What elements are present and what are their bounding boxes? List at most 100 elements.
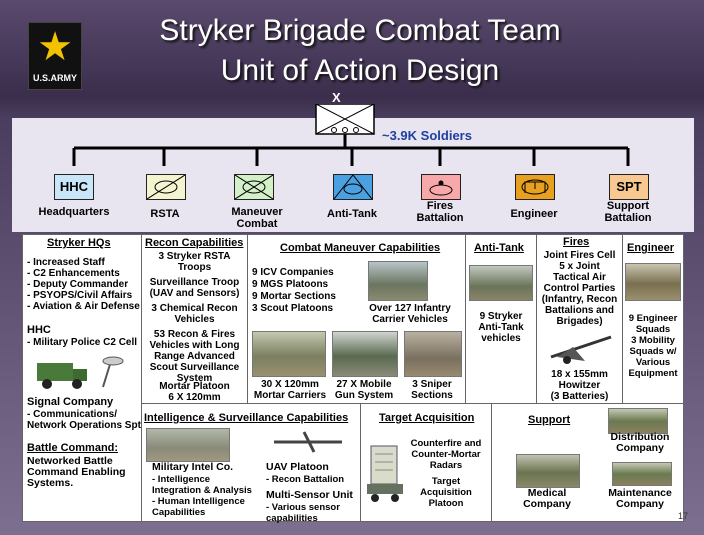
hq-item: - PSYOPS/Civil Affairs: [27, 290, 133, 301]
recon-troops: 3 Stryker RSTA Troops: [158, 251, 231, 273]
support-panel: Support Distribution Company Medical Com…: [491, 403, 684, 522]
recon-panel: Recon Capabilities 3 Stryker RSTA Troops…: [141, 234, 248, 404]
recon-heading: Recon Capabilities: [145, 237, 244, 249]
chem-recon: 3 Chemical Recon Vehicles: [151, 303, 238, 325]
fires-heading: Fires: [563, 236, 590, 248]
combat-panel: Combat Maneuver Capabilities 9 ICV Compa…: [247, 234, 466, 404]
hq-item: - Increased Staff: [27, 257, 105, 268]
fires-text: Joint Fires Cell 5 x Joint Tactical Air …: [541, 250, 618, 327]
medical-company: Medical Company: [523, 487, 571, 510]
intel-heading: Intelligence & Surveillance Capabilities: [144, 412, 349, 424]
hq-item: - Deputy Commander: [27, 279, 129, 290]
mi-company: Military Intel Co.: [152, 461, 234, 473]
battle-command-text: Networked Battle Command Enabling System…: [27, 455, 126, 489]
sniper-photo: [404, 331, 462, 377]
hhc-label: HHC: [27, 324, 51, 336]
combat-item: 9 MGS Platoons: [252, 279, 329, 290]
intel-tent-photo: [146, 428, 230, 462]
org-lines: [72, 104, 630, 166]
distribution-truck-photo: [608, 408, 668, 434]
antitank-icon: [333, 174, 373, 200]
intel-panel: Intelligence & Surveillance Capabilities…: [141, 403, 361, 524]
star-icon: ★: [37, 24, 73, 70]
unit-label-antitank: Anti-Tank: [327, 208, 377, 220]
engineer-heading: Engineer: [627, 242, 675, 254]
signal-sub: - Communications/ Network Operations Spt: [27, 409, 141, 431]
howitzer-icon: [550, 335, 612, 364]
antitank-text: 9 Stryker Anti-Tank vehicles: [478, 311, 524, 344]
antitank-heading: Anti-Tank: [474, 242, 524, 254]
spt-symbol: SPT: [609, 174, 649, 200]
maneuver-symbol: [234, 174, 274, 200]
combat-item: 3 Scout Platoons: [252, 303, 334, 314]
mi-sub: - Intelligence Integration & Analysis - …: [152, 474, 252, 518]
signal-truck-icon: [37, 356, 124, 389]
mech-infantry-icon: [234, 174, 274, 200]
unit-label-fires: Fires Battalion: [416, 200, 464, 224]
engineer-symbol: [515, 174, 555, 200]
antitank-panel: Anti-Tank 9 Stryker Anti-Tank vehicles: [465, 234, 537, 404]
rsta-symbol: [146, 174, 186, 200]
hq-item: - C2 Enhancements: [27, 268, 120, 279]
fires-symbol: [421, 174, 461, 200]
target-heading: Target Acquisition: [379, 412, 475, 424]
mp-label: - Military Police C2 Cell: [27, 337, 138, 348]
battle-command-heading: Battle Command:: [27, 442, 119, 454]
unit-label-rsta: RSTA: [150, 208, 180, 220]
mortar-platoon: Mortar Platoon 6 X 120mm: [159, 381, 230, 403]
recon-vehicles: 53 Recon & Fires Vehicles with Long Rang…: [149, 329, 240, 384]
org-chart: X ~3.9K Soldiers HHC: [12, 90, 694, 232]
antitank-vehicle-photo: [469, 265, 533, 301]
maintenance-company: Maintenance Company: [608, 487, 672, 510]
brigade-marker: X: [332, 90, 341, 105]
hq-item: - Aviation & Air Defense: [27, 301, 140, 312]
support-heading: Support: [528, 414, 571, 426]
surveillance-troop: Surveillance Troop (UAV and Sensors): [149, 277, 240, 299]
mgs-photo: [332, 331, 398, 377]
fires-panel: Fires Joint Fires Cell 5 x Joint Tactica…: [536, 234, 623, 404]
unit-label-engineer: Engineer: [510, 208, 558, 220]
hhc-symbol: HHC: [54, 174, 94, 200]
title-line-2: Unit of Action Design: [220, 54, 500, 87]
howitzer-text: 18 x 155mm Howitzer (3 Batteries): [550, 369, 609, 402]
target-platoon: Target Acquisition Platoon: [420, 476, 472, 509]
multi-sensor: Multi-Sensor Unit: [266, 489, 353, 501]
sniper-sections: 3 Sniper Sections: [411, 379, 453, 401]
maintenance-truck-photo: [612, 462, 672, 486]
distribution-company: Distribution Company: [610, 431, 670, 454]
ifv-count: Over 127 Infantry Carrier Vehicles: [369, 303, 451, 325]
stryker-hqs-heading: Stryker HQs: [47, 237, 111, 249]
mobile-gun-system: 27 X Mobile Gun System: [334, 379, 394, 401]
signal-company-label: Signal Company: [27, 396, 114, 408]
engineer-text: 9 Engineer Squads 3 Mobility Squads w/ V…: [628, 313, 678, 379]
engineer-panel: Engineer 9 Engineer Squads 3 Mobility Sq…: [622, 234, 684, 404]
uav-icon: [274, 431, 342, 453]
engineer-icon: [521, 179, 549, 195]
radars-text: Counterfire and Counter-Mortar Radars: [410, 438, 482, 471]
target-panel: Target Acquisition Counterfire and Count…: [360, 403, 492, 522]
engineer-vehicle-photo: [625, 263, 681, 301]
recon-icon: [146, 174, 186, 200]
logo-text: U.S.ARMY: [32, 73, 77, 83]
unit-label-support: Support Battalion: [604, 200, 652, 224]
soldier-count: ~3.9K Soldiers: [382, 128, 472, 143]
stryker-hqs-panel: Stryker HQs - Increased Staff - C2 Enhan…: [22, 234, 142, 522]
army-logo: ★ U.S.ARMY: [28, 22, 82, 90]
mortar-carrier-photo: [252, 331, 326, 377]
icv-vehicle-photo: [368, 261, 428, 301]
uav-platoon: UAV Platoon: [266, 461, 329, 473]
combat-item: 9 ICV Companies: [252, 267, 334, 278]
radar-icon: [367, 445, 403, 502]
medical-vehicle-photo: [516, 454, 580, 488]
unit-label-maneuver: Maneuver Combat: [231, 206, 283, 230]
combat-heading: Combat Maneuver Capabilities: [280, 242, 441, 254]
uav-sub: - Recon Battalion: [266, 474, 345, 485]
msu-sub: - Various sensor capabilities: [266, 502, 340, 524]
title-line-1: Stryker Brigade Combat Team: [159, 14, 561, 47]
antitank-symbol: [333, 174, 373, 200]
combat-item: 9 Mortar Sections: [252, 291, 336, 302]
page-number: 17: [677, 511, 688, 521]
mortar-carriers: 30 X 120mm Mortar Carriers: [253, 379, 327, 401]
artillery-icon: [429, 180, 453, 196]
